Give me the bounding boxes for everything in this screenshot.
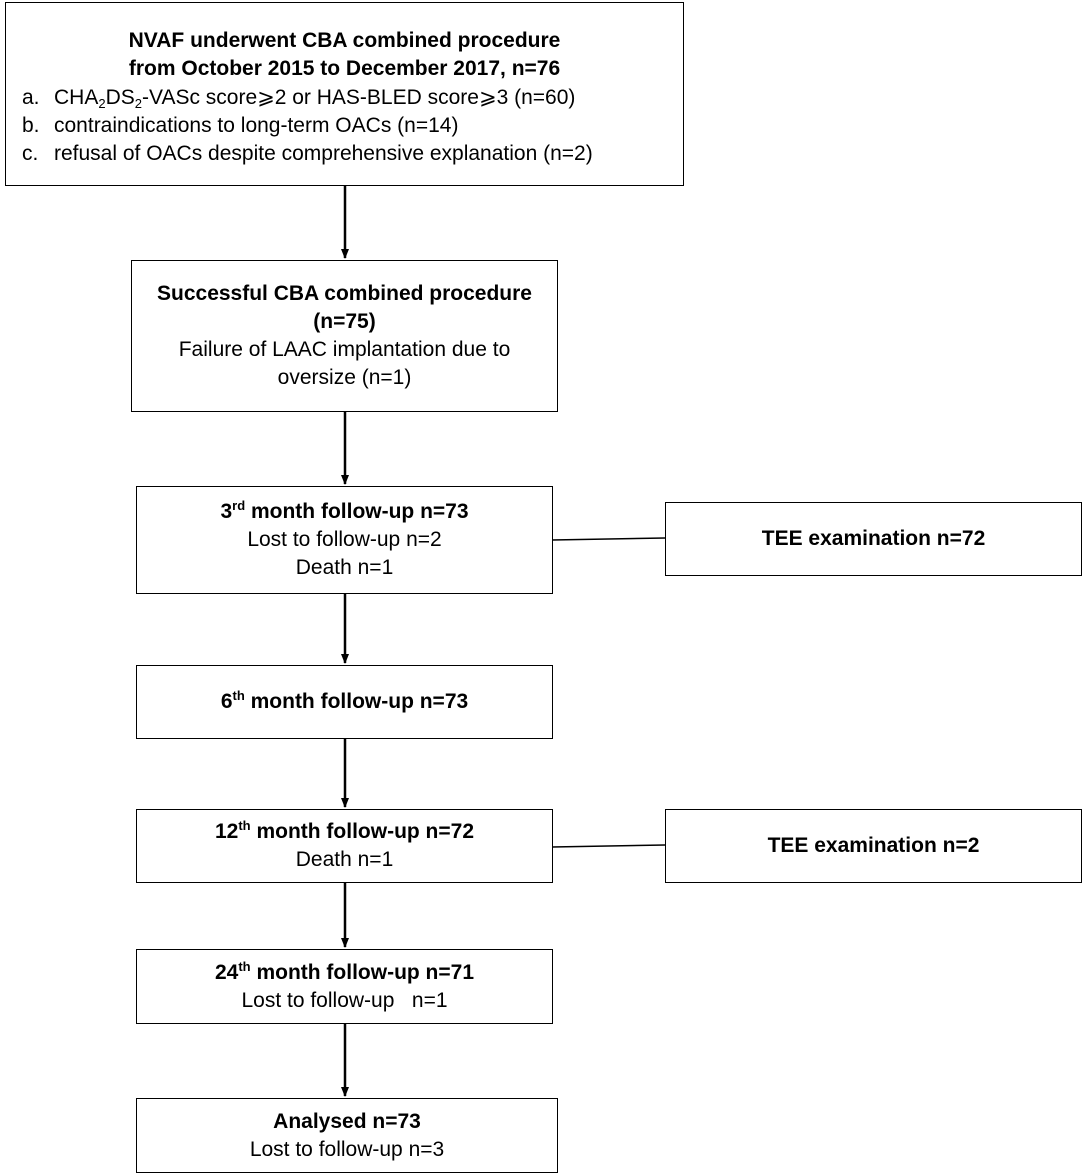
analysed-lost: Lost to follow-up n=3 [249, 1137, 445, 1161]
followup-12-month-box: 12th month follow-up n=72 Death n=1 [136, 809, 553, 883]
followup-6-month-box: 6th month follow-up n=73 [136, 665, 553, 739]
criterion-b: b. contraindications to long-term OACs (n… [22, 112, 458, 140]
criterion-a-label: a. [22, 86, 40, 109]
followup-3-month-box: 3rd month follow-up n=73 Lost to follow-… [136, 486, 553, 594]
link-box5-to-side2 [551, 844, 666, 848]
analysed-title: Analysed n=73 [273, 1109, 421, 1133]
criterion-c: c. refusal of OACs despite comprehensive … [22, 140, 593, 168]
criterion-b-label: b. [22, 114, 40, 137]
successful-procedure-box: Successful CBA combined procedure (n=75)… [131, 260, 558, 412]
followup-3-month-lost: Lost to follow-up n=2 [247, 528, 442, 551]
enrollment-title-line2: from October 2015 to December 2017, n=76 [128, 57, 561, 80]
tee-examination-box-1: TEE examination n=72 [665, 502, 1082, 576]
criterion-c-text: refusal of OACs despite comprehensive ex… [54, 142, 593, 165]
followup-24-month-title: 24th month follow-up n=71 [214, 958, 475, 984]
followup-24-month-box: 24th month follow-up n=71 Lost to follow… [136, 949, 553, 1024]
successful-procedure-title-line2: (n=75) [313, 310, 376, 333]
followup-12-month-death: Death n=1 [295, 848, 394, 871]
criterion-c-label: c. [22, 142, 39, 165]
followup-12-month-title: 12th month follow-up n=72 [214, 818, 475, 843]
successful-procedure-detail-line2: oversize (n=1) [277, 366, 412, 389]
successful-procedure-detail-line1: Failure of LAAC implantation due to [178, 338, 511, 361]
tee-examination-label-1: TEE examination n=72 [761, 527, 986, 550]
followup-3-month-title: 3rd month follow-up n=73 [220, 498, 469, 523]
analysed-box: Analysed n=73 Lost to follow-up n=3 [136, 1098, 558, 1173]
tee-examination-box-2: TEE examination n=2 [665, 809, 1082, 883]
criterion-a: a.CHA2DS2-VASc score⩾2 or HAS-BLED score… [22, 86, 576, 111]
link-box3-to-side1 [551, 537, 666, 541]
enrollment-box: NVAF underwent CBA combined procedure fr… [5, 2, 684, 186]
followup-3-month-death: Death n=1 [295, 556, 394, 579]
followup-24-month-lost: Lost to follow-up n=1 [241, 988, 448, 1012]
followup-6-month-title: 6th month follow-up n=73 [220, 688, 469, 713]
enrollment-title-line1: NVAF underwent CBA combined procedure [128, 29, 561, 52]
successful-procedure-title-line1: Successful CBA combined procedure [157, 282, 532, 305]
tee-examination-label-2: TEE examination n=2 [767, 834, 980, 857]
criterion-b-text: contraindications to long-term OACs (n=1… [54, 114, 459, 137]
